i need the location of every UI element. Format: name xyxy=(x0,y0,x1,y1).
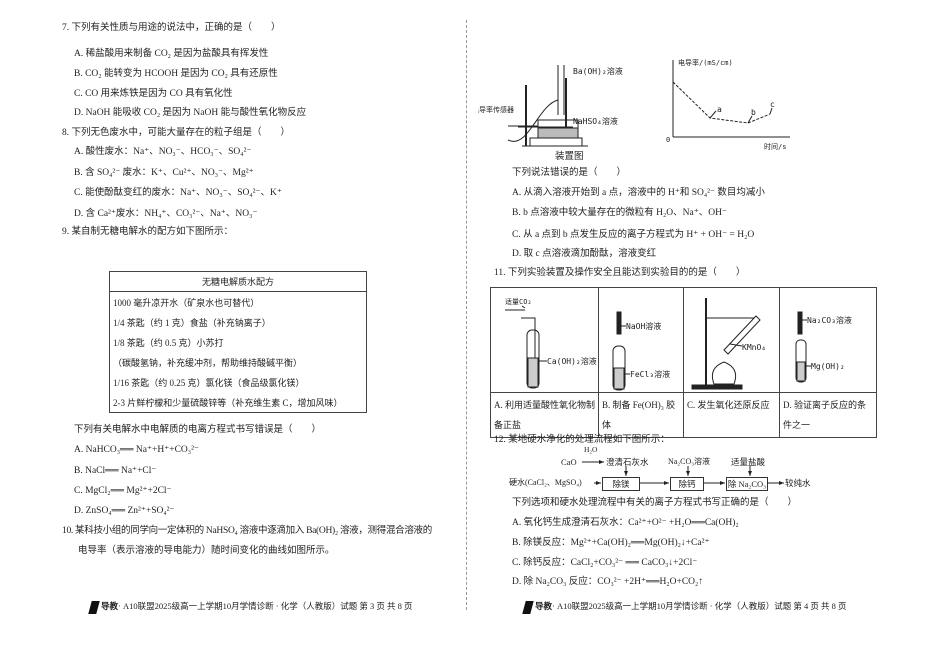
q9-option-a: A. NaHCO₃══ Na⁺+H⁺+CO₃²⁻ xyxy=(74,445,199,455)
experiment-b-desc: B. 制备 Fe(OH)₃ 胶体 xyxy=(598,392,684,438)
flow-step-remove-na2co3: 除 Na₂CO₃ xyxy=(726,477,768,491)
footer-left: 导教· A10联盟2025级高一上学期10月学情诊断 · 化学（人教版）试题 第… xyxy=(88,600,413,614)
origin-label: 0 xyxy=(666,136,670,144)
q7-option-a: A. 稀盐酸用来制备 CO₂ 是因为盐酸具有挥发性 xyxy=(74,49,269,59)
brand-logo xyxy=(522,600,534,614)
flow-na2co3: Na₂CO₃溶液 xyxy=(668,457,711,466)
label-baoh2: Ba(OH)₂溶液 xyxy=(573,66,623,76)
q12-option-b: B. 除镁反应：Mg²⁺+Ca(OH)₂══Mg(OH)₂↓+Ca²⁺ xyxy=(512,538,710,548)
flow-output: 较纯水 xyxy=(785,478,811,488)
label-sensor: 电导率传感器 xyxy=(478,105,514,114)
q8-option-c: C. 能使酚酞变红的废水：Na⁺、NO₃⁻、SO₄²⁻、K⁺ xyxy=(74,188,282,198)
q10-option-c: C. 从 a 点到 b 点发生反应的离子方程式为 H⁺ + OH⁻ = H₂O xyxy=(512,230,755,240)
recipe-row: 1/16 茶匙（约 0.25 克）氯化镁（食品级氯化镁） xyxy=(113,377,305,388)
experiment-c-desc: C. 发生氧化还原反应 xyxy=(683,392,780,438)
apparatus-caption: 装置图 xyxy=(555,152,584,162)
point-c-label: c xyxy=(770,100,775,109)
flow-arrows xyxy=(582,460,784,485)
conductivity-curve xyxy=(672,81,771,124)
q9-option-b: B. NaCl══ Na⁺+Cl⁻ xyxy=(74,466,157,476)
recipe-row: 2-3 片鲜柠檬和少量硫酸锌等（补充维生素 C，增加风味） xyxy=(113,397,343,408)
q9-stem: 9. 某自制无糖电解水的配方如下图所示： xyxy=(62,227,234,237)
footer-text: · A10联盟2025级高一上学期10月学情诊断 · 化学（人教版）试题 第 4… xyxy=(552,601,847,611)
stirrer-base xyxy=(529,137,583,147)
x-axis-label: 时间/s xyxy=(764,142,786,151)
experiment-b-image: NaOH溶液 FeCl₃溶液 xyxy=(598,287,684,393)
q12-option-d: D. 除 Na₂CO₃ 反应：CO₃²⁻ +2H⁺══H₂O+CO₂↑ xyxy=(512,577,704,587)
flow-hcl: 适量盐酸 xyxy=(731,457,766,467)
q7-option-c: C. CO 用来炼铁是因为 CO 具有氧化性 xyxy=(74,89,233,99)
experiment-d-desc: D. 验证离子反应的条件之一 xyxy=(779,392,877,438)
label-na2co3: Na₂CO₃溶液 xyxy=(807,315,852,325)
brand-logo xyxy=(88,600,100,614)
experiment-a-desc: A. 利用适量酸性氧化物制备正盐 xyxy=(490,392,599,438)
q10-option-d: D. 取 c 点溶液滴加酚酞，溶液变红 xyxy=(512,249,657,259)
q7-option-d: D. NaOH 能吸收 CO₂ 是因为 NaOH 能与酸性氧化物反应 xyxy=(74,108,307,118)
y-axis-label: 电导率/(mS/cm) xyxy=(678,58,733,67)
flow-step-remove-mg: 除镁 xyxy=(602,477,640,491)
label-co2: 适量CO₂ xyxy=(505,297,532,306)
label-caoh2: Ca(OH)₂溶液 xyxy=(547,356,597,366)
q10-stem-line1: 10. 某科技小组的同学向一定体积的 NaHSO₄ 溶液中逐滴加入 Ba(OH)… xyxy=(62,526,432,536)
footer-text: · A10联盟2025级高一上学期10月学情诊断 · 化学（人教版）试题 第 3… xyxy=(118,601,413,611)
recipe-table: 无糖电解质水配方 1000 毫升凉开水（矿泉水也可替代） 1/4 茶匙（约 1 … xyxy=(109,271,367,413)
q9-option-d: D. ZnSO₄══ Zn²⁺+SO₄²⁻ xyxy=(74,506,175,516)
recipe-row: 1/4 茶匙（约 1 克）食盐（补充钠离子） xyxy=(113,317,271,328)
q12-stem: 12. 某地硬水净化的处理流程如下图所示： xyxy=(494,435,670,445)
q10-option-b: B. b 点溶液中较大量存在的微粒有 H₂O、Na⁺、OH⁻ xyxy=(512,208,727,218)
experiment-c-image: KMnO₄ xyxy=(683,287,780,393)
recipe-row: 1/8 茶匙（约 0.5 克）小苏打 xyxy=(113,337,224,348)
q8-option-b: B. 含 SO₄²⁻ 废水：K⁺、Cu²⁺、NO₃⁻、Mg²⁺ xyxy=(74,168,254,178)
label-mgoh2: Mg(OH)₂ xyxy=(811,362,845,371)
point-a-label: a xyxy=(717,105,722,114)
flow-limewater: 澄清石灰水 xyxy=(606,457,649,467)
label-nahso4: NaHSO₄溶液 xyxy=(573,116,618,126)
flow-input: 硬水(CaCl₂、MgSO₄) xyxy=(509,478,582,487)
experiment-d-image: Na₂CO₃溶液 Mg(OH)₂ xyxy=(779,287,877,393)
q10-option-a: A. 从滴入溶液开始到 a 点，溶液中的 H⁺和 SO₄²⁻ 数目均减小 xyxy=(512,188,765,198)
q9-option-c: C. MgCl₂══ Mg²⁺+2Cl⁻ xyxy=(74,486,172,496)
apparatus-diagram: Ba(OH)₂溶液 NaHSO₄溶液 电导率传感器 xyxy=(478,65,623,147)
q12-question: 下列选项和硬水处理流程中有关的离子方程式书写正确的是（ ） xyxy=(512,498,798,508)
flow-cao: CaO xyxy=(561,457,577,467)
footer-right: 导教· A10联盟2025级高一上学期10月学情诊断 · 化学（人教版）试题 第… xyxy=(522,600,847,614)
experiment-table: 适量CO₂ Ca(OH)₂溶液 NaOH溶液 FeCl₃溶液 KMnO₄ Na₂… xyxy=(490,287,877,438)
q10-stem-line2: 电导率（表示溶液的导电能力）随时间变化的曲线如图所示。 xyxy=(78,546,335,556)
q12-option-a: A. 氧化钙生成澄清石灰水：Ca²⁺+O²⁻ +H₂O══Ca(OH)₂ xyxy=(512,518,739,528)
q10-question: 下列说法错误的是（ ） xyxy=(512,168,627,178)
q8-stem: 8. 下列无色废水中，可能大量存在的粒子组是（ ） xyxy=(62,128,291,138)
page-divider xyxy=(466,20,467,610)
recipe-title: 无糖电解质水配方 xyxy=(109,271,367,292)
q11-stem: 11. 下列实验装置及操作安全且能达到实验目的的是（ ） xyxy=(494,268,746,278)
q12-option-c: C. 除钙反应：CaCl₂+CO₃²⁻ ══ CaCO₃↓+2Cl⁻ xyxy=(512,558,698,568)
conductivity-graph: 电导率/(mS/cm) 时间/s 0 a b c xyxy=(666,58,790,151)
experiment-a-image: 适量CO₂ Ca(OH)₂溶液 xyxy=(490,287,599,393)
label-kmno4: KMnO₄ xyxy=(742,343,766,352)
q7-stem: 7. 下列有关性质与用途的说法中，正确的是（ ） xyxy=(62,23,281,33)
recipe-row: 1000 毫升凉开水（矿泉水也可替代） xyxy=(113,297,260,308)
label-naoh: NaOH溶液 xyxy=(626,321,661,331)
q8-option-a: A. 酸性废水：Na⁺、NO₃⁻、HCO₃⁻、SO₄²⁻ xyxy=(74,147,252,157)
q7-option-b: B. CO₂ 能转变为 HCOOH 是因为 CO₂ 具有还原性 xyxy=(74,69,278,79)
q8-option-d: D. 含 Ca²⁺废水：NH₄⁺、CO₃²⁻、Na⁺、NO₃⁻ xyxy=(74,209,258,219)
brand-logo-text: 导教 xyxy=(535,601,553,611)
flow-h2o: H₂O xyxy=(584,445,598,454)
point-b-label: b xyxy=(751,108,756,117)
flow-step-remove-ca: 除钙 xyxy=(670,477,704,491)
recipe-row: （碳酸氢钠，补充缓冲剂，帮助维持酸碱平衡） xyxy=(113,357,303,368)
label-fecl3: FeCl₃溶液 xyxy=(630,369,670,379)
q9-question: 下列有关电解水中电解质的电离方程式书写错误是（ ） xyxy=(74,425,322,435)
brand-logo-text: 导教 xyxy=(101,601,119,611)
